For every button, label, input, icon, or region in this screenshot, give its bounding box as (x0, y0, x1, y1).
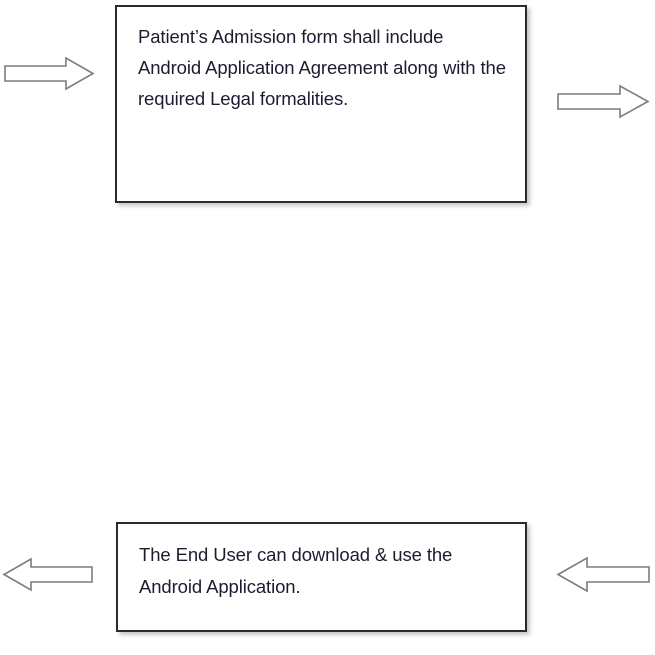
arrow-left-icon (556, 556, 650, 593)
process-box-top[interactable]: Patient’s Admission form shall include A… (115, 5, 527, 203)
arrow-left-icon (2, 557, 93, 592)
process-box-bottom[interactable]: The End User can download & use the Andr… (116, 522, 527, 632)
arrow-right-icon (557, 84, 650, 119)
process-box-top-text: Patient’s Admission form shall include A… (138, 26, 506, 109)
arrow-right-icon (4, 56, 95, 91)
process-box-bottom-text: The End User can download & use the Andr… (139, 544, 453, 597)
